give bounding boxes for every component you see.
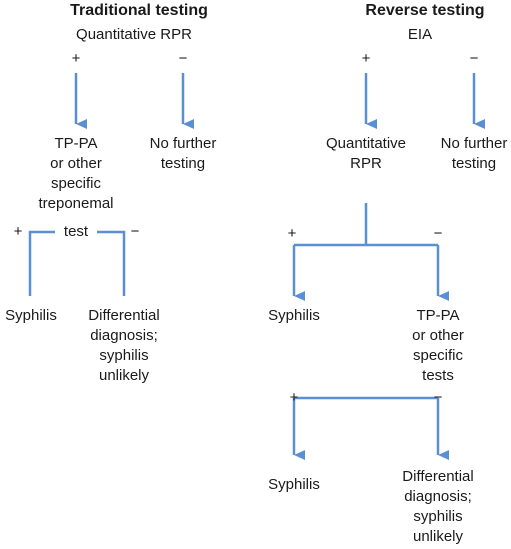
rpr-line: RPR	[350, 155, 382, 172]
traditional-plus-label: +	[71, 50, 81, 67]
tests-line: specific	[412, 347, 464, 364]
tests-line: tests	[422, 367, 454, 384]
traditional-syphilis-node: Syphilis	[5, 307, 57, 324]
branch-trad-minus	[97, 230, 126, 296]
reverse-tests-minus-label: −	[433, 389, 443, 406]
confirm-line: treponemal	[38, 195, 114, 212]
no-further-line: testing	[451, 155, 497, 172]
no-further-line: No further	[149, 135, 217, 152]
reverse-rpr-minus-label: −	[433, 225, 443, 242]
traditional-confirm-plus-label: +	[13, 223, 23, 240]
differential-line: unlikely	[98, 367, 150, 384]
rpr-line: Quantitative	[325, 135, 407, 152]
no-further-line: testing	[160, 155, 206, 172]
confirm-line: specific	[50, 175, 102, 192]
no-further-line: No further	[440, 135, 508, 152]
confirm-line: or other	[50, 155, 102, 172]
traditional-start-node: Quantitative RPR	[76, 26, 192, 43]
traditional-confirm-minus-label: −	[130, 223, 140, 240]
confirm-line: TP-PA	[54, 135, 98, 152]
differential-line: Differential	[402, 468, 474, 485]
traditional-no-further-node: No further testing	[133, 134, 233, 174]
differential-line: Differential	[88, 307, 160, 324]
reverse-rpr-syphilis-node: Syphilis	[268, 307, 320, 324]
tests-line: TP-PA	[416, 307, 460, 324]
reverse-tests-plus-label: +	[289, 389, 299, 406]
reverse-plus-label: +	[361, 50, 371, 67]
traditional-minus-label: −	[178, 50, 188, 67]
reverse-minus-label: −	[469, 50, 479, 67]
differential-line: syphilis	[99, 347, 149, 364]
differential-line: unlikely	[412, 528, 464, 545]
traditional-confirm-node: TP-PA or other specific treponemal	[16, 134, 136, 214]
reverse-final-syphilis-node: Syphilis	[268, 476, 320, 493]
traditional-confirm-test-label: test	[63, 223, 89, 240]
differential-line: syphilis	[413, 508, 463, 525]
tests-line: or other	[412, 327, 464, 344]
reverse-differential-node: Differential diagnosis; syphilis unlikel…	[388, 467, 488, 547]
branch-trad-plus	[28, 230, 55, 296]
reverse-rpr-plus-label: +	[287, 225, 297, 242]
reverse-no-further-node: No further testing	[428, 134, 511, 174]
differential-line: diagnosis;	[404, 488, 472, 505]
reverse-start-node: EIA	[407, 26, 433, 43]
traditional-differential-node: Differential diagnosis; syphilis unlikel…	[74, 306, 174, 386]
reverse-title: Reverse testing	[365, 2, 485, 19]
traditional-title: Traditional testing	[70, 2, 208, 19]
differential-line: diagnosis;	[90, 327, 158, 344]
reverse-rpr-node: Quantitative RPR	[311, 134, 421, 174]
reverse-tests-node: TP-PA or other specific tests	[388, 306, 488, 386]
